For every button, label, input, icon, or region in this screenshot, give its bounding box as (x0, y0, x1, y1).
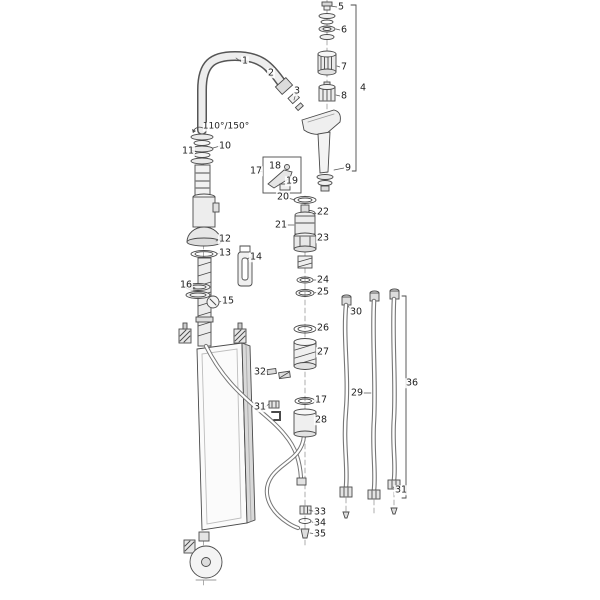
callout-36: 36 (404, 377, 420, 389)
callout-28: 28 (313, 414, 329, 426)
callout-13: 13 (217, 247, 233, 259)
faucet-body (186, 193, 222, 347)
hose-36 (387, 288, 401, 515)
mounting-clamps (178, 322, 247, 554)
callout-31: 31 (252, 401, 268, 413)
bottom-fittings (298, 505, 312, 539)
callout-20: 20 (275, 191, 291, 203)
callout-4: 4 (358, 82, 368, 94)
callout-29: 29 (349, 387, 365, 399)
part-28-sleeve (293, 408, 317, 438)
roller-wheel (189, 531, 223, 581)
callout-10: 10 (217, 140, 233, 152)
callout-30: 30 (348, 306, 364, 318)
part-3-screw (294, 102, 304, 112)
callout-19: 19 (284, 175, 300, 187)
swivel-ring-stack (190, 133, 214, 196)
part-19-lever (267, 169, 293, 189)
callout-27: 27 (315, 346, 331, 358)
part-9-spray-head (301, 109, 341, 192)
aerator-stack (301, 1, 357, 192)
callout-17: 17 (248, 165, 264, 177)
callout-35: 35 (312, 528, 328, 540)
supply-hoses (203, 343, 307, 531)
bracket-36 (401, 295, 407, 499)
callout-21: 21 (273, 219, 289, 231)
part-32-screws (266, 367, 291, 380)
retainer-clip (195, 316, 214, 323)
callout-17: 17 (313, 394, 329, 406)
callout-16: 16 (178, 279, 194, 291)
hose-29 (367, 290, 381, 500)
callout-1: 1 (240, 55, 250, 67)
cartridge-column (293, 196, 317, 438)
callout-15: 15 (220, 295, 236, 307)
callout-8: 8 (339, 90, 349, 102)
callout-25: 25 (315, 286, 331, 298)
callout-9: 9 (343, 162, 353, 174)
callout-24: 24 (315, 274, 331, 286)
callout-11: 11 (180, 145, 196, 157)
callout-34: 34 (312, 517, 328, 529)
part-34-ring (298, 518, 312, 524)
callout-7: 7 (339, 61, 349, 73)
callout-5: 5 (336, 1, 346, 13)
callout-3: 3 (292, 85, 302, 97)
callout-33: 33 (312, 506, 328, 518)
part-33-nut (299, 505, 312, 515)
callout-31: 31 (393, 484, 409, 496)
swivel-angle-label: 110°/150° (202, 121, 250, 132)
part-21-cartridge (294, 204, 316, 235)
callout-14: 14 (248, 251, 264, 263)
hose-30 (339, 294, 353, 519)
part-6-seals (318, 13, 336, 19)
callout-23: 23 (315, 232, 331, 244)
part-7-aerator (317, 50, 337, 76)
part-35-cone (300, 528, 310, 539)
part-14-bracket (237, 245, 253, 287)
callout-18: 18 (267, 160, 283, 172)
callout-26: 26 (315, 322, 331, 334)
part-31-fitting (268, 400, 281, 421)
part-18-screw (284, 164, 290, 170)
callout-12: 12 (217, 233, 233, 245)
spray-wand-tip (274, 76, 294, 96)
callout-32: 32 (252, 366, 268, 378)
callout-22: 22 (315, 206, 331, 218)
part-23-nut (293, 232, 317, 253)
callout-2: 2 (266, 67, 276, 79)
part-8-fitting (318, 81, 336, 102)
bracket-4 (350, 4, 357, 172)
callout-6: 6 (339, 24, 349, 36)
part-27-sleeve (293, 338, 317, 370)
